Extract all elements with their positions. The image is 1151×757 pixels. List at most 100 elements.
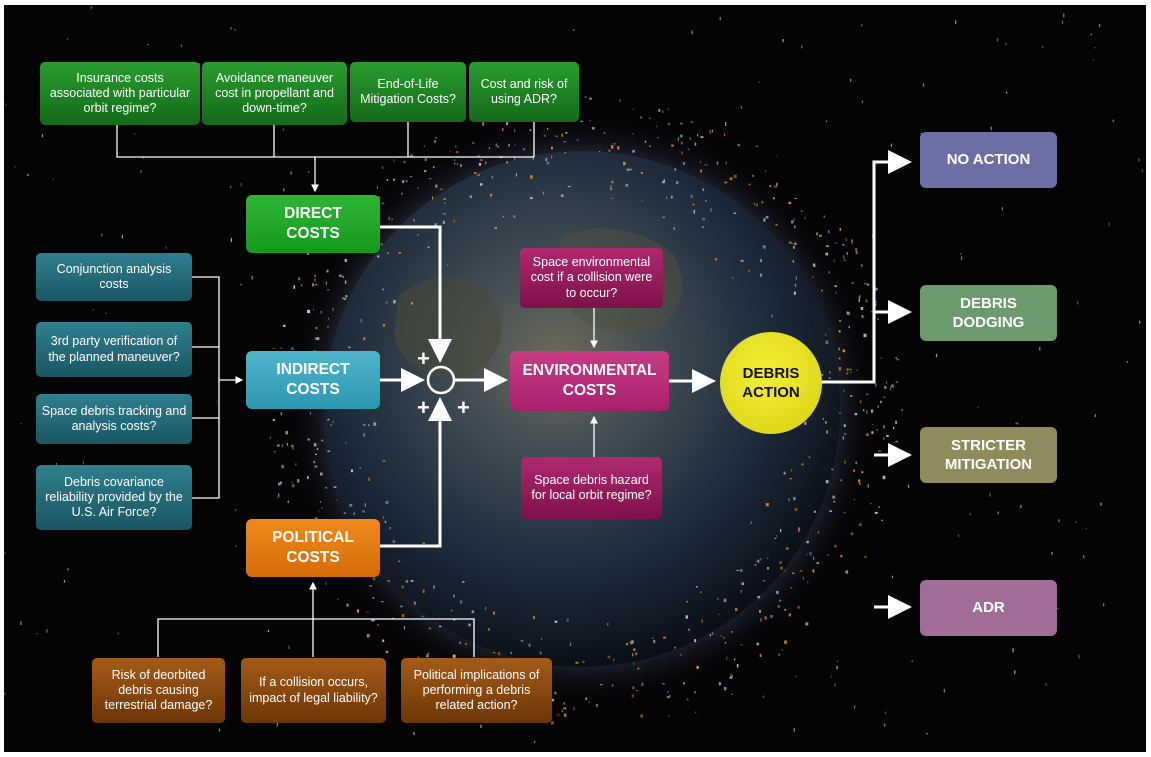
debris-speck [272, 347, 276, 349]
debris-speck [315, 326, 318, 330]
debris-speck [447, 264, 449, 267]
debris-speck [755, 145, 759, 148]
debris-speck [779, 599, 782, 602]
debris-speck [724, 641, 727, 644]
debris-speck [740, 644, 743, 646]
star [695, 711, 697, 714]
debris-speck [846, 368, 849, 372]
debris-speck [759, 610, 761, 613]
star [230, 237, 232, 242]
star [922, 83, 925, 87]
star [20, 621, 22, 625]
debris-speck [555, 135, 559, 138]
debris-speck [469, 195, 472, 198]
continent-shape [394, 277, 502, 377]
debris-speck [825, 252, 828, 256]
star [955, 20, 957, 24]
debris-speck [670, 195, 673, 199]
debris-speck [307, 438, 310, 441]
debris-speck [765, 215, 769, 219]
debris-speck [274, 451, 276, 453]
debris-speck [403, 160, 406, 164]
debris-speck [700, 136, 704, 138]
star [5, 103, 7, 106]
star [781, 649, 783, 651]
indirect-input-covariance: Debris covariance reliability provided b… [36, 465, 192, 530]
debris-speck [826, 430, 829, 434]
debris-speck [321, 507, 323, 509]
debris-speck [700, 169, 702, 173]
debris-speck [809, 551, 812, 556]
debris-speck [557, 713, 560, 717]
star [801, 45, 803, 49]
star [758, 81, 760, 83]
debris-speck [825, 340, 829, 344]
debris-speck [876, 429, 878, 432]
debris-speck [799, 569, 803, 572]
debris-speck [477, 174, 480, 176]
star [14, 166, 16, 168]
star [911, 660, 913, 662]
debris-speck [600, 684, 603, 686]
debris-speck [858, 298, 860, 302]
debris-speck [680, 654, 682, 656]
debris-speck [843, 259, 847, 261]
debris-speck [801, 463, 804, 466]
debris-speck [565, 132, 568, 134]
debris-speck [611, 684, 614, 687]
debris-speck [871, 431, 874, 434]
debris-speck [699, 160, 701, 164]
star [46, 629, 48, 633]
debris-speck [853, 498, 856, 501]
star [1139, 320, 1141, 324]
debris-speck [391, 617, 395, 619]
debris-speck [731, 631, 733, 633]
debris-speck [432, 196, 434, 200]
star [850, 78, 852, 82]
debris-speck [652, 637, 654, 639]
star [989, 492, 991, 497]
debris-speck [373, 422, 377, 426]
debris-speck [712, 129, 713, 133]
star [1090, 33, 1092, 36]
debris-speck [784, 640, 787, 644]
debris-speck [702, 188, 704, 191]
star [1093, 59, 1095, 61]
debris-speck [686, 698, 689, 701]
debris-speck [776, 535, 778, 538]
debris-speck [778, 653, 780, 657]
debris-speck [826, 245, 829, 247]
star [276, 722, 278, 727]
debris-speck [895, 357, 897, 359]
star [977, 406, 979, 408]
debris-speck [330, 424, 332, 426]
star [27, 173, 29, 177]
debris-speck [679, 134, 683, 138]
debris-speck [342, 275, 345, 278]
debris-speck [794, 197, 797, 199]
debris-speck [741, 582, 744, 585]
star [1015, 422, 1017, 425]
debris-speck [563, 707, 567, 710]
debris-speck [821, 289, 823, 292]
debris-speck [498, 651, 500, 656]
debris-speck [658, 109, 661, 112]
debris-speck [737, 143, 741, 147]
debris-speck [740, 569, 743, 572]
star [1012, 648, 1014, 653]
star [82, 460, 84, 465]
debris-speck [687, 148, 690, 150]
debris-speck [515, 173, 517, 177]
debris-speck [681, 151, 683, 155]
debris-speck [459, 641, 462, 644]
debris-speck [769, 185, 772, 187]
debris-speck [753, 203, 755, 205]
debris-speck [502, 215, 505, 218]
debris-speck [723, 637, 725, 639]
debris-speck [351, 469, 353, 473]
star [1039, 347, 1041, 351]
political-costs-node: POLITICAL COSTS [246, 519, 380, 577]
debris-speck [439, 188, 443, 191]
debris-speck [774, 185, 777, 188]
indirect-input-tracking: Space debris tracking and analysis costs… [36, 394, 192, 444]
